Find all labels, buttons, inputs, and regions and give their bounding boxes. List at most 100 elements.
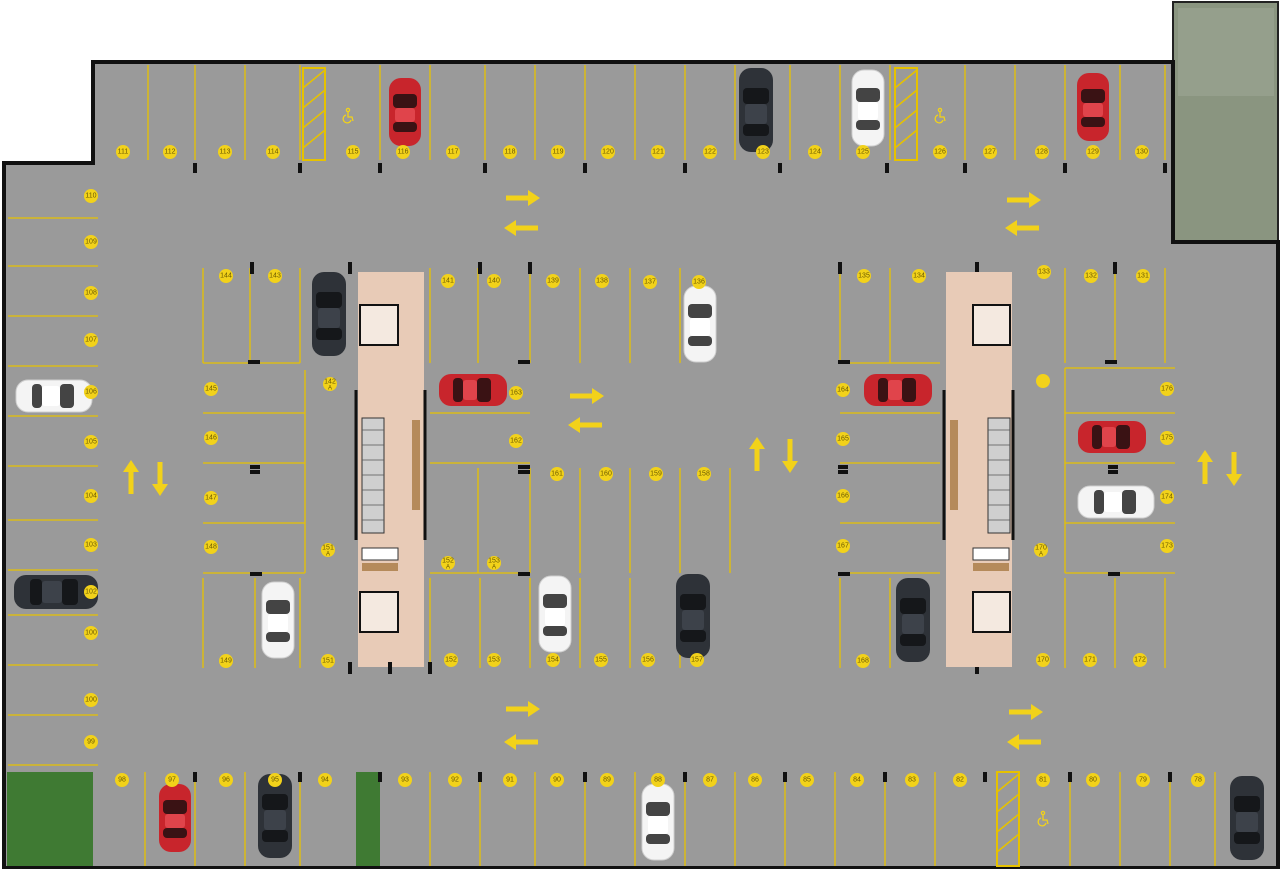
stall-number: 87 <box>706 777 714 784</box>
stall-number: 175 <box>1161 435 1173 442</box>
stall-number: 126 <box>934 149 946 156</box>
stall-number: 114 <box>267 149 278 156</box>
stall-badge <box>84 333 98 347</box>
stall-number: 98 <box>118 777 126 784</box>
stall-badge <box>503 773 517 787</box>
stall-badge <box>163 145 177 159</box>
stall-number: 164 <box>837 387 849 394</box>
stall-number: 167 <box>837 543 849 550</box>
stall-number: 145 <box>205 386 217 393</box>
stall-badge <box>398 773 412 787</box>
stall-badge <box>692 275 706 289</box>
stall-badge <box>1160 431 1174 445</box>
stall-number: 90 <box>553 777 561 784</box>
stall-badge <box>219 654 233 668</box>
stall-badge <box>266 145 280 159</box>
stall-number: 127 <box>984 149 996 156</box>
stall-number: 109 <box>85 239 97 246</box>
stall-badge <box>1037 265 1051 279</box>
stall-badge <box>396 145 410 159</box>
stall-number: 149 <box>220 658 232 665</box>
floor-slab <box>2 60 1280 869</box>
stall-badge <box>703 145 717 159</box>
stall-number: 99 <box>87 739 95 746</box>
stair-core-right <box>942 272 1015 667</box>
stall-number: 110 <box>85 193 96 200</box>
stall-number: 123 <box>757 149 769 156</box>
stall-number: 148 <box>205 544 217 551</box>
stall-number: 155 <box>595 657 607 664</box>
stall-number: 85 <box>803 777 811 784</box>
stall-badge <box>748 773 762 787</box>
stall-badge <box>1086 773 1100 787</box>
stall-badge <box>323 377 337 391</box>
stall-number: 137 <box>644 279 656 286</box>
stall-number: 173 <box>1161 543 1173 550</box>
stall-badge <box>204 382 218 396</box>
stall-badge <box>836 432 850 446</box>
stall-number: 159 <box>650 471 662 478</box>
stall-badge <box>546 274 560 288</box>
stall-number: 153 <box>488 558 500 565</box>
stall-number: 97 <box>168 777 176 784</box>
stall-badge <box>1160 382 1174 396</box>
stall-badge <box>601 145 615 159</box>
stall-badge <box>84 435 98 449</box>
stall-number: 144 <box>220 273 232 280</box>
stall-number: 111 <box>118 149 129 156</box>
stall-badge <box>836 539 850 553</box>
stall-number: 89 <box>603 777 611 784</box>
stall-badge <box>1160 539 1174 553</box>
stall-number: 142 <box>324 379 336 386</box>
stall-suffix: A <box>492 565 496 571</box>
stall-number: 103 <box>85 542 97 549</box>
stall-badge <box>503 145 517 159</box>
stall-badge <box>651 145 665 159</box>
stall-number: 106 <box>85 389 97 396</box>
stall-number: 151 <box>322 658 334 665</box>
stall-number: 160 <box>600 471 612 478</box>
stall-badge <box>594 653 608 667</box>
stall-number: 112 <box>164 149 175 156</box>
stall-badge <box>551 145 565 159</box>
stall-suffix: A <box>446 565 450 571</box>
stall-badge <box>850 773 864 787</box>
stall-number: 124 <box>809 149 821 156</box>
stall-badge <box>905 773 919 787</box>
stall-number: 113 <box>219 149 230 156</box>
stall-badge <box>204 540 218 554</box>
stall-number: 119 <box>552 149 563 156</box>
stall-badge <box>218 145 232 159</box>
stall-number: 168 <box>857 658 869 665</box>
stall-number: 156 <box>642 657 654 664</box>
stall-badge <box>953 773 967 787</box>
stall-number: 136 <box>693 279 705 286</box>
stall-number: 153 <box>488 657 500 664</box>
stall-number: 117 <box>447 149 458 156</box>
stall-number: 151 <box>322 545 334 552</box>
stall-badge <box>448 773 462 787</box>
stall-number: 107 <box>85 337 97 344</box>
stall-badge <box>1136 773 1150 787</box>
stall-number: 95 <box>271 777 279 784</box>
stall-number: 143 <box>269 273 281 280</box>
stall-badge <box>268 269 282 283</box>
stall-badge <box>446 145 460 159</box>
grass-strip <box>356 772 380 866</box>
stall-badge <box>599 467 613 481</box>
stall-badge <box>346 145 360 159</box>
stall-badge <box>1086 145 1100 159</box>
stall-number: 158 <box>698 471 710 478</box>
stall-number: 165 <box>837 436 849 443</box>
stall-number: 140 <box>488 278 500 285</box>
stall-badge <box>808 145 822 159</box>
stall-number: 80 <box>1089 777 1097 784</box>
stall-number: 116 <box>397 149 408 156</box>
stall-number: 170 <box>1035 545 1047 552</box>
stall-number: 118 <box>504 149 515 156</box>
stall-number: 138 <box>596 278 608 285</box>
stall-badge <box>1083 653 1097 667</box>
stall-number: 125 <box>857 149 869 156</box>
stall-number: 79 <box>1139 777 1147 784</box>
